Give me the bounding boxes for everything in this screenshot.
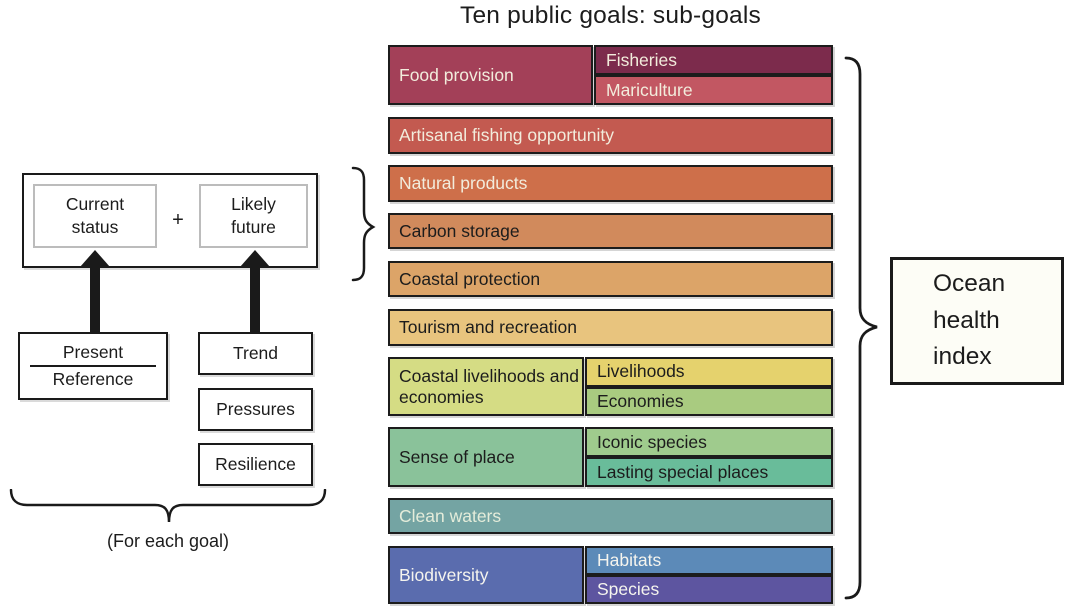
goal-bar-food-provision: Food provision bbox=[388, 45, 593, 105]
goal-bar-biodiversity: Biodiversity bbox=[388, 546, 584, 604]
goal-row-coastal-protection: Coastal protection bbox=[388, 261, 833, 297]
sub-goal-label: Economies bbox=[597, 390, 684, 411]
goal-label: Coastal protection bbox=[399, 268, 541, 289]
sub-goal-bar-mariculture: Mariculture bbox=[594, 75, 833, 105]
goal-label: Biodiversity bbox=[399, 564, 489, 585]
present-label: Present bbox=[62, 341, 124, 362]
ohi-line1: Ocean bbox=[933, 269, 1006, 297]
goal-label: Carbon storage bbox=[399, 220, 520, 241]
goal-bar-artisanal-fishing-opportunity: Artisanal fishing opportunity bbox=[388, 117, 833, 154]
pressures-box: Pressures bbox=[198, 388, 313, 431]
goal-row-clean-waters: Clean waters bbox=[388, 498, 833, 534]
sub-goal-bar-economies: Economies bbox=[585, 386, 833, 416]
left-brace bbox=[351, 166, 376, 282]
arrow-up-trend-to-likely-future bbox=[240, 250, 270, 334]
sub-goal-bar-lasting-special-places: Lasting special places bbox=[585, 457, 833, 487]
current-status-box: Current status bbox=[33, 184, 157, 248]
sub-goals-sense-of-place: Iconic species Lasting special places bbox=[585, 427, 833, 487]
likely-future-box: Likely future bbox=[199, 184, 308, 248]
goal-bar-carbon-storage: Carbon storage bbox=[388, 213, 833, 249]
goal-row-coastal-livelihoods: Coastal livelihoods and economies Liveli… bbox=[388, 357, 833, 416]
sub-goal-label: Iconic species bbox=[597, 431, 707, 452]
goal-row-biodiversity: Biodiversity Habitats Species bbox=[388, 546, 833, 604]
resilience-box: Resilience bbox=[198, 443, 313, 486]
goal-label: Sense of place bbox=[399, 446, 515, 467]
goal-label: Coastal livelihoods and economies bbox=[399, 366, 579, 407]
goal-row-sense-of-place: Sense of place Iconic species Lasting sp… bbox=[388, 427, 833, 487]
goal-bar-coastal-livelihoods-and-economies: Coastal livelihoods and economies bbox=[388, 357, 584, 416]
goal-label: Food provision bbox=[399, 64, 514, 85]
trend-box: Trend bbox=[198, 332, 313, 375]
sub-goal-bar-livelihoods: Livelihoods bbox=[585, 357, 833, 387]
goal-bar-coastal-protection: Coastal protection bbox=[388, 261, 833, 297]
ocean-health-index-box: Ocean health index bbox=[890, 257, 1064, 385]
arrow-up-present-to-current-status bbox=[80, 250, 110, 334]
sub-goal-label: Habitats bbox=[597, 550, 662, 570]
sub-goal-bar-iconic-species: Iconic species bbox=[585, 427, 833, 457]
goal-row-tourism-recreation: Tourism and recreation bbox=[388, 309, 833, 346]
goal-bar-sense-of-place: Sense of place bbox=[388, 427, 584, 487]
ohi-line3: index bbox=[933, 343, 992, 371]
sub-goals-food-provision: Fisheries Mariculture bbox=[594, 45, 833, 105]
likely-future-line1: Likely bbox=[231, 194, 276, 215]
pressures-label: Pressures bbox=[216, 399, 295, 419]
right-brace bbox=[844, 56, 878, 600]
plus-operator: + bbox=[172, 209, 184, 231]
present-reference-box: Present Reference bbox=[18, 332, 168, 400]
goal-label: Natural products bbox=[399, 173, 528, 194]
sub-goals-biodiversity: Habitats Species bbox=[585, 546, 833, 604]
sub-goal-bar-habitats: Habitats bbox=[585, 546, 833, 575]
goal-label: Clean waters bbox=[399, 505, 502, 526]
for-each-goal-caption: (For each goal) bbox=[106, 531, 230, 551]
goal-row-carbon-storage: Carbon storage bbox=[388, 213, 833, 249]
sub-goal-bar-species: Species bbox=[585, 575, 833, 604]
goal-bar-natural-products: Natural products bbox=[388, 165, 833, 202]
goal-label: Tourism and recreation bbox=[399, 317, 577, 338]
sub-goals-coastal-livelihoods: Livelihoods Economies bbox=[585, 357, 833, 416]
ohi-line2: health bbox=[933, 306, 1000, 334]
current-status-line1: Current bbox=[65, 194, 125, 215]
goal-bar-tourism-and-recreation: Tourism and recreation bbox=[388, 309, 833, 346]
sub-goal-label: Livelihoods bbox=[597, 361, 685, 382]
goal-row-artisanal-fishing: Artisanal fishing opportunity bbox=[388, 117, 833, 154]
goal-label: Artisanal fishing opportunity bbox=[399, 125, 614, 146]
current-status-line2: status bbox=[71, 217, 119, 237]
sub-goal-label: Fisheries bbox=[606, 49, 677, 70]
resilience-label: Resilience bbox=[215, 454, 296, 474]
sub-goal-label: Species bbox=[597, 579, 660, 599]
goal-bar-clean-waters: Clean waters bbox=[388, 498, 833, 534]
goal-row-food-provision: Food provision Fisheries Mariculture bbox=[388, 45, 833, 105]
reference-label: Reference bbox=[52, 369, 134, 390]
trend-label: Trend bbox=[232, 343, 279, 363]
fraction-line bbox=[30, 364, 156, 368]
sub-goal-label: Lasting special places bbox=[597, 461, 769, 482]
goal-row-natural-products: Natural products bbox=[388, 165, 833, 202]
likely-future-line2: future bbox=[231, 217, 276, 237]
sub-goal-bar-fisheries: Fisheries bbox=[594, 45, 833, 75]
for-each-goal-brace bbox=[9, 489, 327, 523]
page-title: Ten public goals: sub-goals bbox=[460, 2, 761, 29]
sub-goal-label: Mariculture bbox=[606, 79, 693, 100]
